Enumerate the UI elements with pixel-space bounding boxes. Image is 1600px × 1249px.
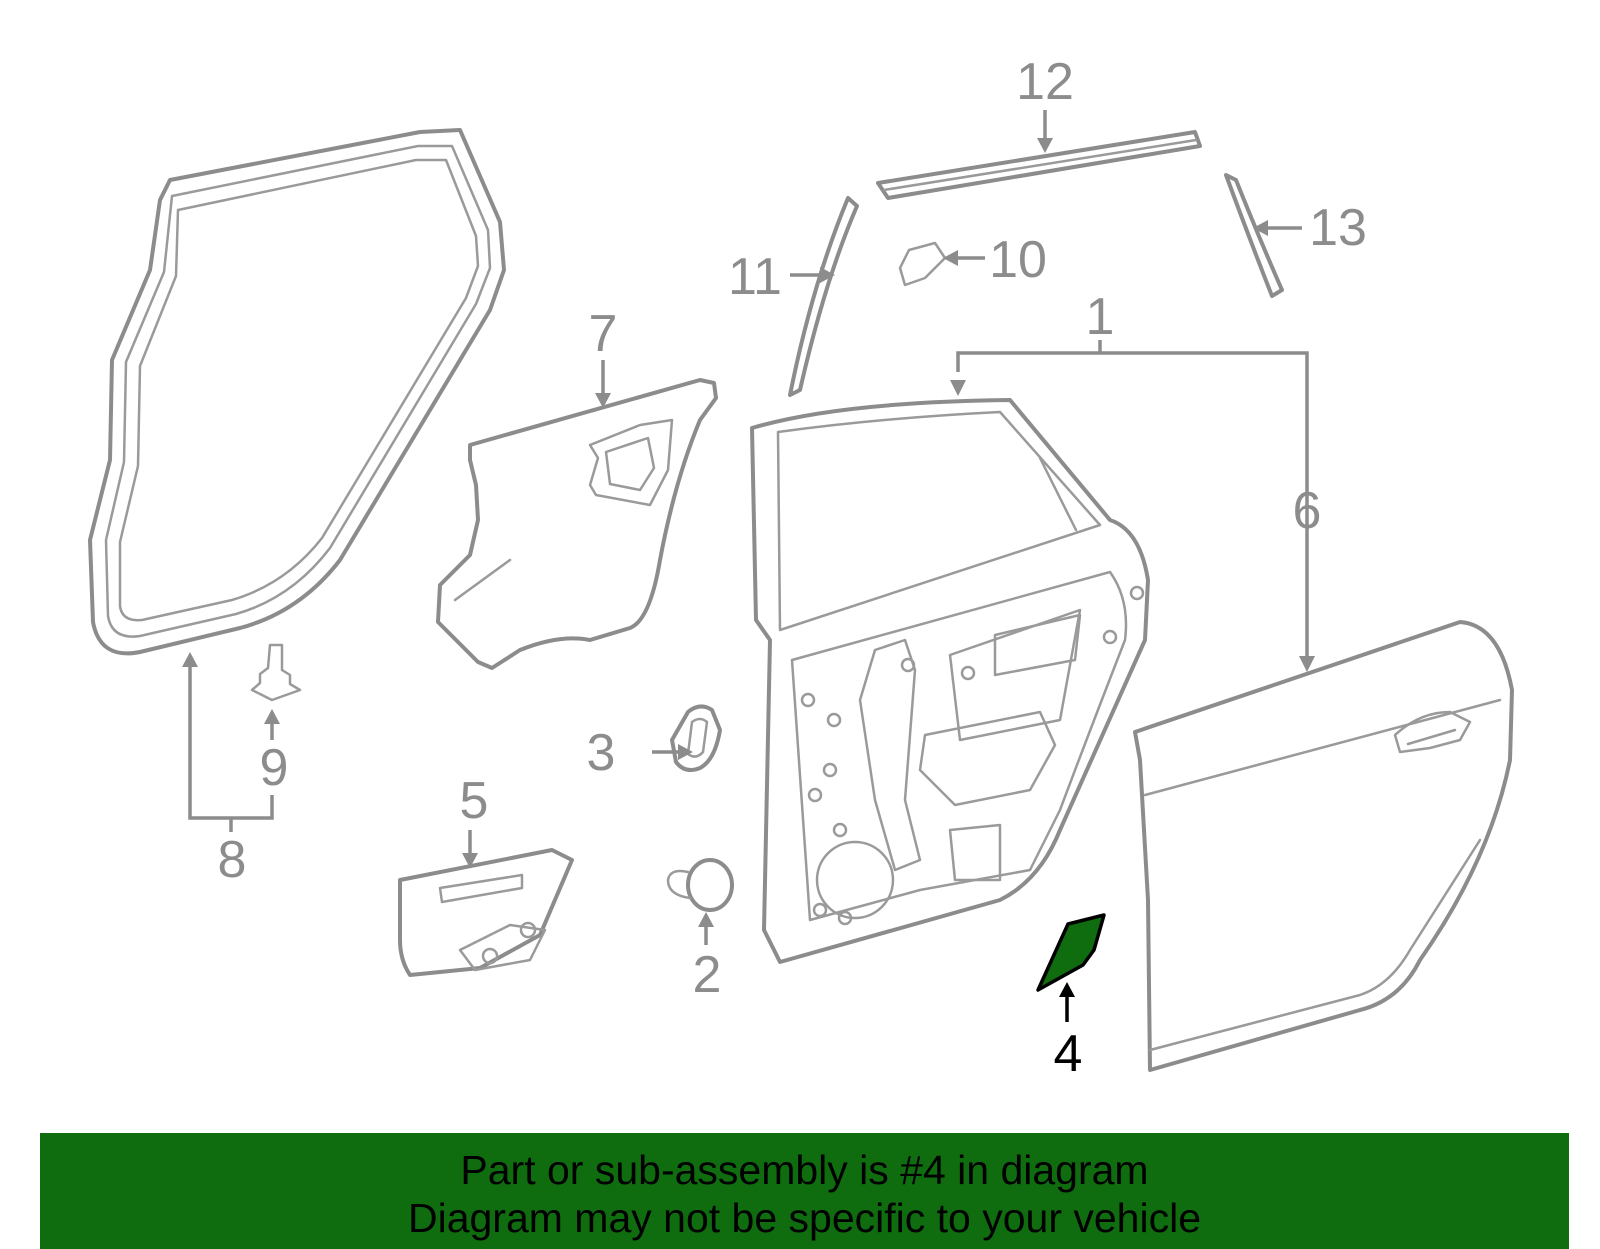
callout-4: 4 (1054, 1025, 1083, 1083)
part-13-channel (1224, 173, 1284, 298)
part-8-weatherstrip (88, 128, 506, 656)
banner-line-2: Diagram may not be specific to your vehi… (407, 1195, 1201, 1241)
callout-labels: 12 1 13 10 11 7 6 3 5 2 9 8 4 (218, 53, 1367, 1083)
callout-5: 5 (460, 772, 489, 830)
part-7-cover (436, 378, 718, 670)
leader-lines (182, 110, 1315, 1022)
callout-6: 6 (1293, 482, 1322, 540)
part-4-highlighted (1036, 913, 1106, 992)
part-5-check (398, 848, 574, 977)
part-10-bracket (898, 241, 947, 287)
callout-9: 9 (260, 739, 289, 797)
callout-10: 10 (989, 231, 1047, 289)
part-1-door-shell (750, 398, 1150, 964)
callout-1: 1 (1086, 288, 1115, 346)
part-6-outer-panel (1133, 620, 1514, 1072)
callout-11: 11 (728, 248, 782, 306)
part-2-bumper (666, 858, 734, 912)
callout-8: 8 (218, 831, 247, 889)
part-3-grommet (670, 704, 722, 772)
callout-7: 7 (589, 305, 618, 363)
callout-2: 2 (693, 946, 722, 1004)
part-11-channel (788, 196, 859, 397)
banner-line-1: Part or sub-assembly is #4 in diagram (460, 1147, 1149, 1193)
part-12-molding (876, 130, 1202, 200)
callout-13: 13 (1309, 199, 1367, 257)
part-4-shape (1036, 913, 1106, 992)
info-banner: Part or sub-assembly is #4 in diagram Di… (40, 1133, 1569, 1249)
callout-3: 3 (587, 724, 616, 782)
part-9-clip (250, 643, 302, 702)
callout-12: 12 (1016, 53, 1074, 111)
